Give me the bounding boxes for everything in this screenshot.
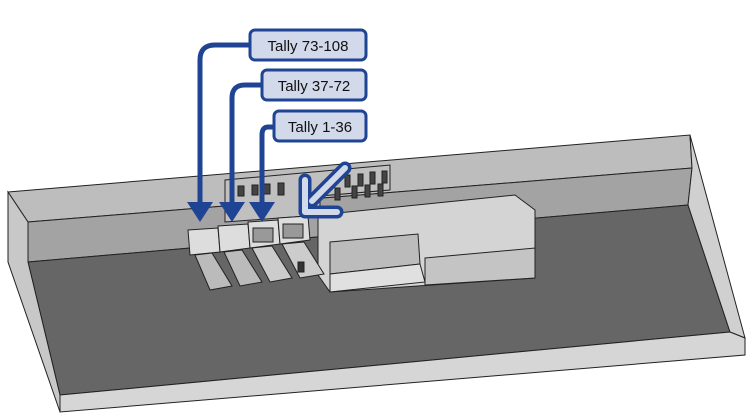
arrow-1-36	[259, 124, 274, 205]
tray-right-wall	[687, 134, 746, 339]
callout-tally-73-108: Tally 73-108	[248, 28, 368, 62]
callout-arrows	[197, 42, 274, 205]
tally-cards	[187, 215, 325, 291]
callout-label: Tally 37-72	[278, 78, 351, 95]
callout-tally-37-72: Tally 37-72	[260, 68, 368, 102]
arrow-down-icon	[187, 202, 213, 222]
tray-front-wall	[59, 331, 746, 413]
arrow-73-108	[197, 42, 250, 205]
arrow-37-72	[229, 82, 262, 205]
tally-card-4	[277, 215, 325, 279]
callout-tally-1-36: Tally 1-36	[272, 109, 368, 143]
diagonal-arrow-icon	[298, 161, 352, 219]
callout-label: Tally 73-108	[268, 38, 349, 55]
arrow-down-icon	[249, 202, 275, 222]
arrow-down-icon	[219, 202, 245, 222]
arrow-heads	[187, 202, 275, 222]
enclosure-block	[317, 194, 536, 293]
tally-card-1-36	[247, 219, 293, 283]
tally-card-73-108	[187, 227, 233, 291]
tally-card-37-72	[217, 223, 263, 287]
callout-label: Tally 1-36	[288, 119, 352, 136]
